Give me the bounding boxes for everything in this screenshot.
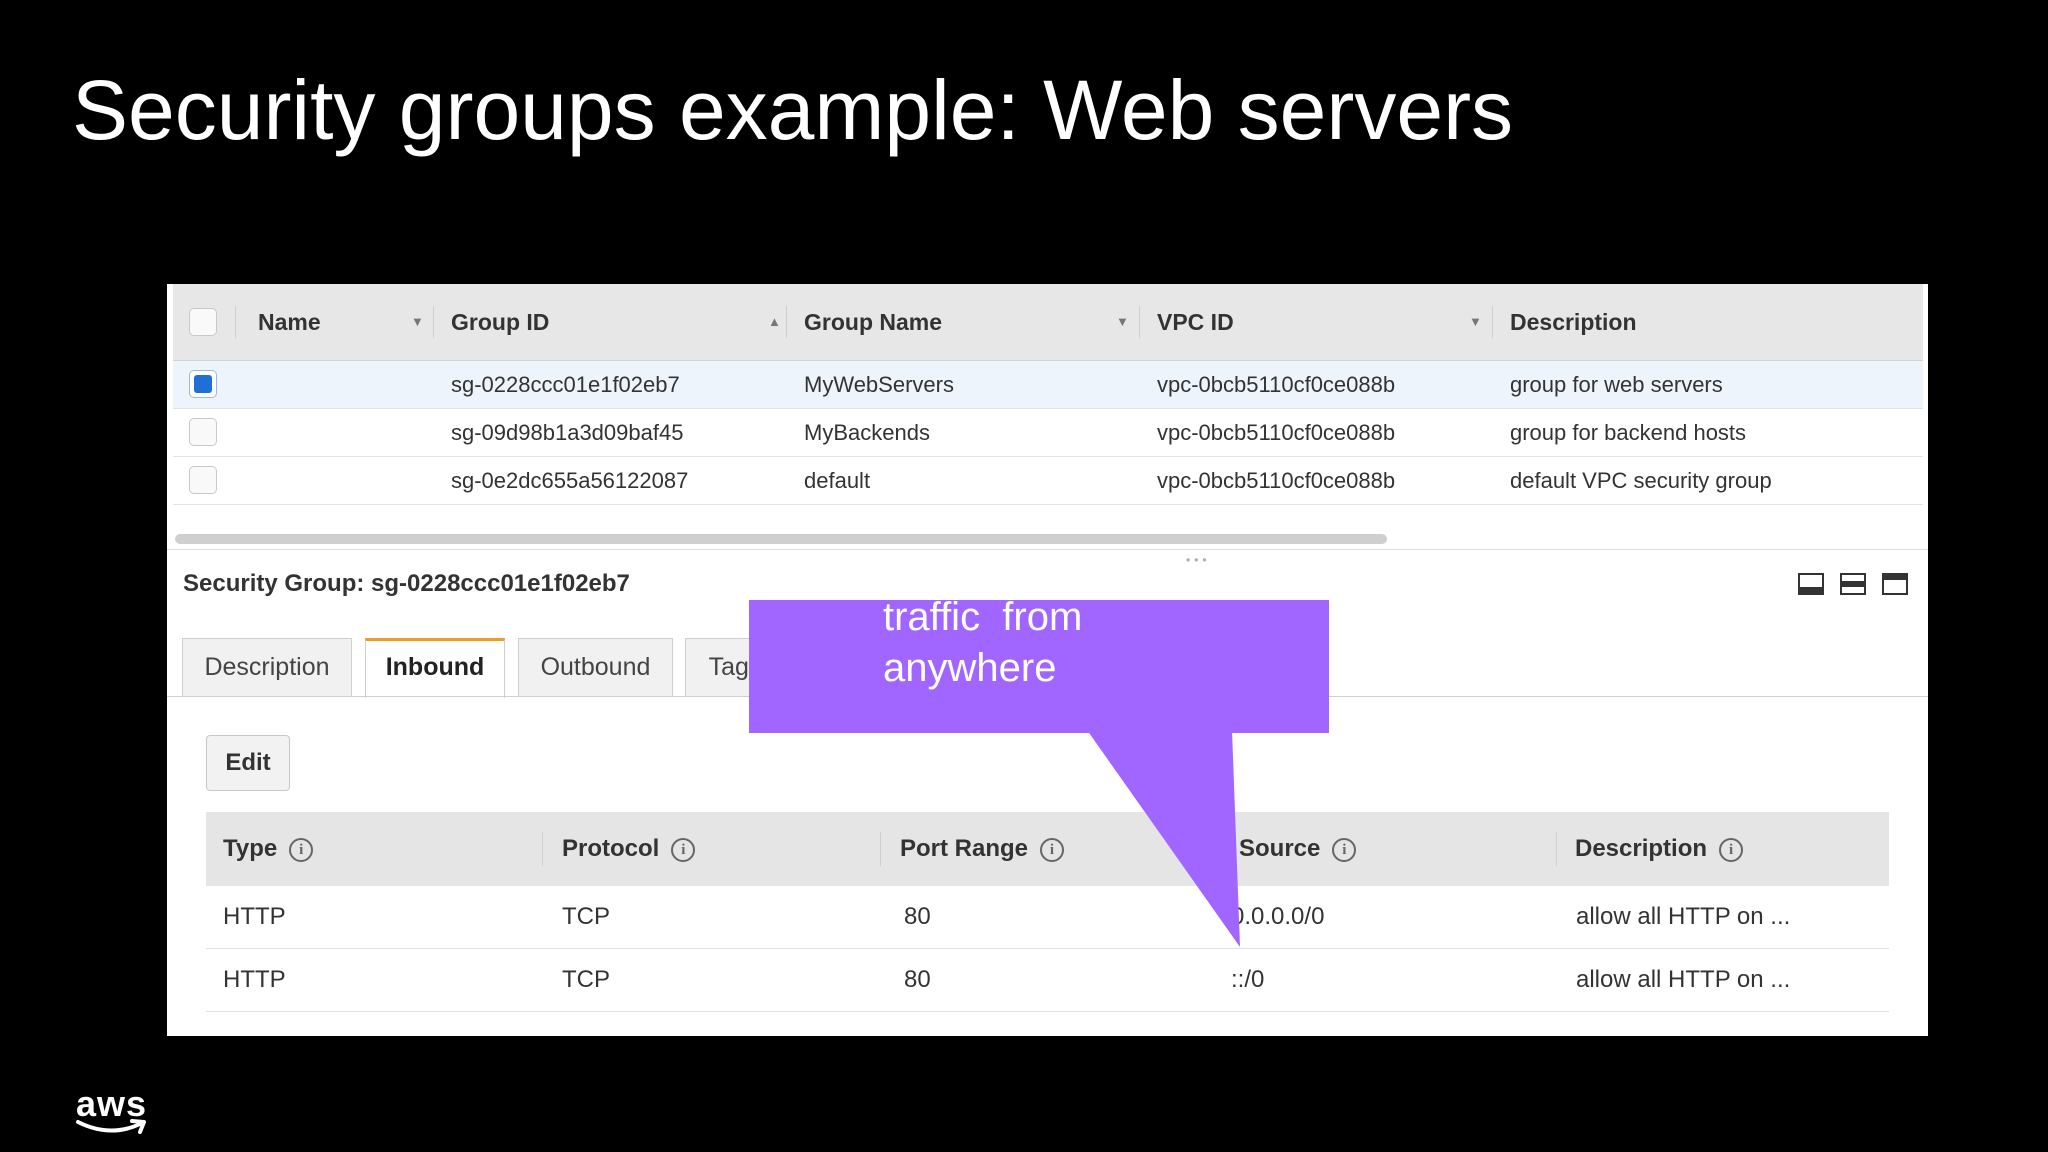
- column-header-vpc-id[interactable]: VPC ID: [1157, 309, 1234, 335]
- column-separator: [1139, 306, 1140, 338]
- cell-vpc-id: vpc-0bcb5110cf0ce088b: [1157, 420, 1396, 445]
- rule-protocol: TCP: [562, 903, 610, 930]
- column-separator: [880, 832, 881, 866]
- rule-port-range: 80: [904, 903, 931, 930]
- cell-description: group for backend hosts: [1510, 420, 1747, 445]
- inbound-rule-row: HTTP TCP 80 ::/0 allow all HTTP on ...: [206, 949, 1889, 1012]
- column-separator: [433, 306, 434, 338]
- rule-type: HTTP: [223, 966, 286, 993]
- column-header-rule-description-label: Description: [1575, 835, 1708, 862]
- rule-protocol: TCP: [562, 966, 610, 993]
- cell-group-name: default: [804, 468, 871, 493]
- column-separator: [786, 306, 787, 338]
- sort-caret-icon[interactable]: ▼: [411, 314, 424, 329]
- pane-divider: [167, 549, 1928, 550]
- rule-source: ::/0: [1231, 966, 1265, 993]
- cell-vpc-id: vpc-0bcb5110cf0ce088b: [1157, 468, 1396, 493]
- table-row[interactable]: sg-09d98b1a3d09baf45 MyBackends vpc-0bcb…: [173, 409, 1923, 457]
- column-header-description[interactable]: Description: [1510, 309, 1637, 335]
- column-separator: [542, 832, 543, 866]
- detail-pane-title: Security Group: sg-0228ccc01e1f02eb7: [183, 570, 630, 597]
- info-icon[interactable]: i: [1040, 837, 1065, 862]
- column-header-name[interactable]: Name: [258, 309, 321, 335]
- column-header-protocol-label: Protocol: [562, 835, 660, 862]
- rule-description: allow all HTTP on ...: [1576, 903, 1791, 930]
- layout-bottom-icon[interactable]: [1798, 573, 1824, 595]
- cell-description: group for web servers: [1510, 372, 1723, 397]
- cell-group-id: sg-0e2dc655a56122087: [451, 468, 689, 493]
- cell-group-name: MyWebServers: [804, 372, 954, 397]
- layout-top-icon[interactable]: [1882, 573, 1908, 595]
- column-separator: [1556, 832, 1557, 866]
- column-header-group-id[interactable]: Group ID: [451, 309, 550, 335]
- info-icon[interactable]: i: [1719, 837, 1744, 862]
- aws-console-panel: Name ▼ Group ID ▲ Group Name ▼ VPC ID ▼ …: [167, 284, 1928, 1036]
- callout-text: traffic from anywhere: [883, 595, 1083, 690]
- row-checkbox[interactable]: [189, 370, 217, 398]
- tab-description[interactable]: Description: [182, 638, 352, 696]
- slide-title: Security groups example: Web servers: [72, 63, 1514, 157]
- column-header-rule-description: Description i: [1575, 812, 1744, 886]
- info-icon[interactable]: i: [671, 837, 696, 862]
- sort-caret-icon[interactable]: ▼: [1116, 314, 1129, 329]
- cell-description: default VPC security group: [1510, 468, 1772, 493]
- table-row[interactable]: sg-0e2dc655a56122087 default vpc-0bcb511…: [173, 457, 1923, 505]
- edit-button[interactable]: Edit: [206, 735, 290, 791]
- select-all-checkbox[interactable]: [189, 308, 217, 336]
- column-header-port-range-label: Port Range: [900, 835, 1029, 862]
- row-checkbox[interactable]: [189, 418, 217, 446]
- table-header: Name ▼ Group ID ▲ Group Name ▼ VPC ID ▼ …: [173, 284, 1923, 361]
- row-checkbox[interactable]: [189, 466, 217, 494]
- cell-group-id: sg-0228ccc01e1f02eb7: [451, 372, 680, 397]
- sort-caret-icon[interactable]: ▲: [768, 314, 781, 329]
- sort-caret-icon[interactable]: ▼: [1469, 314, 1482, 329]
- resize-handle-icon[interactable]: •••: [1186, 553, 1211, 567]
- info-icon[interactable]: i: [289, 837, 314, 862]
- rule-description: allow all HTTP on ...: [1576, 966, 1791, 993]
- column-separator: [235, 306, 236, 338]
- column-header-group-name[interactable]: Group Name: [804, 309, 943, 335]
- column-separator: [1218, 832, 1219, 866]
- rule-type: HTTP: [223, 903, 286, 930]
- column-separator: [1492, 306, 1493, 338]
- table-row[interactable]: sg-0228ccc01e1f02eb7 MyWebServers vpc-0b…: [173, 361, 1923, 409]
- aws-logo: aws: [76, 1083, 148, 1124]
- tab-inbound[interactable]: Inbound: [365, 638, 505, 698]
- rule-source: 0.0.0.0/0: [1231, 903, 1325, 930]
- callout-box: [749, 600, 1329, 733]
- cell-group-name: MyBackends: [804, 420, 930, 445]
- layout-split-icon[interactable]: [1840, 573, 1866, 595]
- column-header-source-label: Source: [1239, 835, 1321, 862]
- cell-group-id: sg-09d98b1a3d09baf45: [451, 420, 684, 445]
- rule-port-range: 80: [904, 966, 931, 993]
- column-header-type-label: Type: [223, 835, 278, 862]
- cell-vpc-id: vpc-0bcb5110cf0ce088b: [1157, 372, 1396, 397]
- column-header-protocol: Protocol i: [562, 812, 696, 886]
- column-header-port-range: Port Range i: [900, 812, 1065, 886]
- info-icon[interactable]: i: [1332, 837, 1357, 862]
- aws-smile-icon: [76, 1119, 146, 1134]
- horizontal-scrollbar[interactable]: [175, 534, 1387, 544]
- tab-outbound[interactable]: Outbound: [518, 638, 673, 696]
- inbound-rule-row: HTTP TCP 80 0.0.0.0/0 allow all HTTP on …: [206, 886, 1889, 949]
